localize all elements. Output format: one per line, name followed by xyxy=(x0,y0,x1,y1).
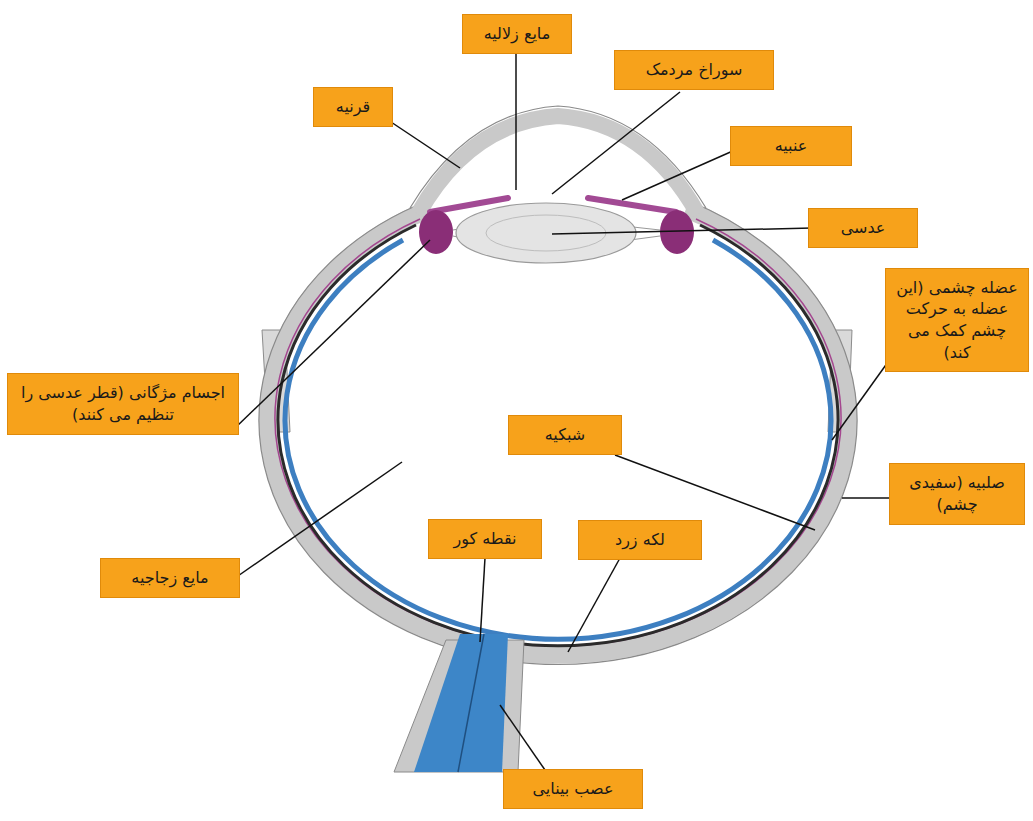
choroid xyxy=(278,225,838,646)
part-label: قرنیه xyxy=(322,96,384,118)
label-box: مایع زجاجیه xyxy=(100,558,240,598)
label-box: صلبیه (سفیدی چشم) xyxy=(889,463,1025,524)
part-label: عضله چشمی (این عضله به حرکت چشم کمک می ک… xyxy=(894,277,1020,363)
label-box: عضله چشمی (این عضله به حرکت چشم کمک می ک… xyxy=(885,268,1029,372)
part-label: عصب بینایی xyxy=(512,778,634,800)
leader-line xyxy=(552,92,680,194)
part-label: نقطه کور xyxy=(437,528,533,550)
iris xyxy=(430,198,508,212)
label-box: مایع زلالیه xyxy=(462,14,572,54)
part-label: عنبیه xyxy=(739,135,843,157)
label-box: قرنیه xyxy=(313,87,393,127)
sclera-edge xyxy=(259,200,857,665)
leader-line xyxy=(480,558,485,642)
label-box: لکه زرد xyxy=(578,520,702,560)
ciliary-body xyxy=(419,210,453,254)
label-box: عدسی xyxy=(808,208,918,248)
leader-line xyxy=(515,52,517,190)
leader-line xyxy=(568,558,620,652)
leader-line xyxy=(842,497,893,499)
iris xyxy=(588,198,676,212)
leader-line xyxy=(500,705,545,770)
part-label: صلبیه (سفیدی چشم) xyxy=(898,472,1016,515)
label-box: عنبیه xyxy=(730,126,852,166)
label-box: عصب بینایی xyxy=(503,769,643,809)
optic-nerve-center xyxy=(458,634,484,772)
leader-line xyxy=(235,462,402,578)
part-label: سوراخ مردمک xyxy=(623,59,765,81)
cornea xyxy=(418,116,698,214)
optic-nerve xyxy=(414,634,508,772)
part-label: مایع زلالیه xyxy=(471,23,563,45)
label-box: سوراخ مردمک xyxy=(614,50,774,90)
cornea-edge xyxy=(410,106,706,208)
leader-line xyxy=(622,150,735,200)
label-box: اجسام مژگانی (قطر عدسی را تنظیم می کنند) xyxy=(7,373,239,434)
part-label: اجسام مژگانی (قطر عدسی را تنظیم می کنند) xyxy=(16,382,230,425)
label-box: نقطه کور xyxy=(428,519,542,559)
uvea-line xyxy=(275,219,841,646)
part-label: لکه زرد xyxy=(587,529,693,551)
leader-line xyxy=(832,355,893,440)
part-label: شبکیه xyxy=(517,424,613,446)
part-label: مایع زجاجیه xyxy=(109,567,231,589)
leader-line xyxy=(615,455,815,530)
leader-line xyxy=(552,228,812,234)
label-box: شبکیه xyxy=(508,415,622,455)
leader-line xyxy=(235,240,430,428)
sclera xyxy=(268,209,848,655)
leader-line xyxy=(385,118,460,168)
part-label: عدسی xyxy=(817,217,909,239)
leader-lines xyxy=(235,52,893,770)
